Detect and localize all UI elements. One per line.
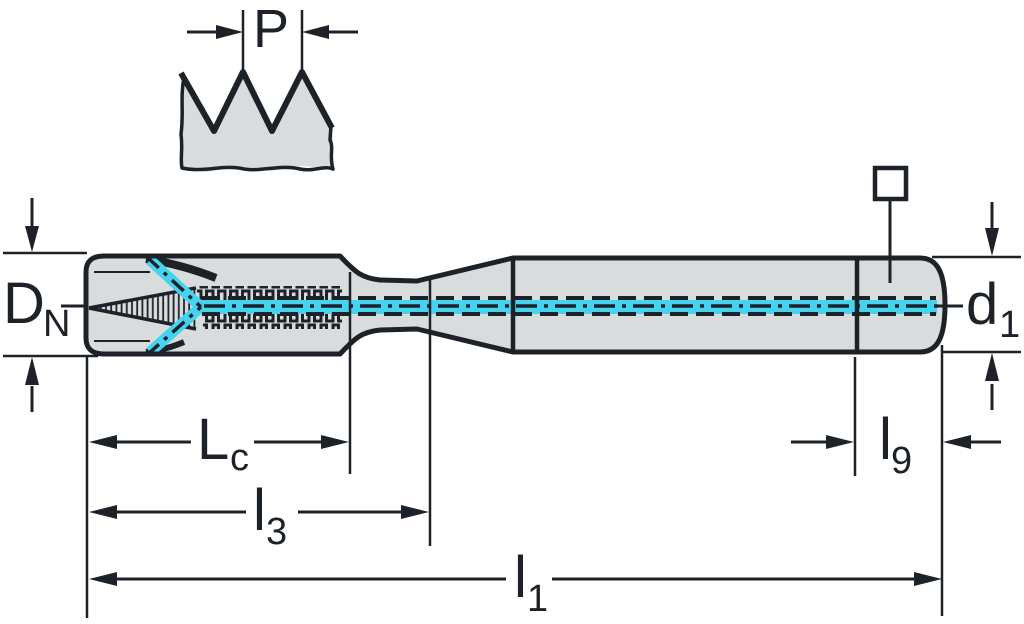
thread-profile-flanks [178, 69, 335, 134]
tap-body-outline [83, 253, 948, 357]
arrowhead [216, 25, 243, 39]
arrowhead [401, 505, 429, 519]
arrowhead [25, 357, 39, 385]
thread-profile-detail: P [178, 0, 358, 172]
arrowhead [826, 435, 854, 449]
dimension-pitch: P [187, 0, 358, 70]
label-pitch: P [253, 0, 289, 59]
arrowhead [302, 25, 329, 39]
label-chamfer-length-sub: c [230, 437, 249, 479]
label-chamfer-length-main: L [197, 407, 229, 472]
arrowhead [985, 228, 999, 256]
dimension-overall-length: l 1 [89, 545, 942, 620]
dimension-nominal-diameter: D N [3, 198, 98, 412]
dimension-square-length: l 9 [791, 407, 1001, 482]
arrowhead [943, 435, 971, 449]
dimension-shank-diameter: d 1 [932, 202, 1021, 410]
thread-teeth-bottom [203, 312, 342, 329]
tap-body [83, 253, 948, 357]
label-overall-length-main: l [514, 545, 527, 610]
arrowhead [985, 353, 999, 381]
arrowhead [89, 435, 117, 449]
chamfer-cone-hatch [89, 288, 196, 329]
coolant-channel [145, 255, 940, 357]
label-thread-length-sub: 3 [266, 511, 287, 553]
arrowhead [89, 505, 117, 519]
centerline-dash-dot-lower [145, 305, 203, 357]
square-drive-callout [872, 165, 909, 283]
thread-profile-fill [180, 73, 334, 172]
centerline-dash-dot-upper [145, 255, 203, 309]
dimension-chamfer-length: L c [89, 407, 349, 479]
label-shank-diameter-main: d [966, 272, 998, 337]
dimension-thread-length: l 3 [89, 478, 429, 553]
thread-profile-broken-edge [179, 76, 335, 172]
label-overall-length-sub: 1 [527, 578, 548, 620]
label-thread-length-main: l [253, 478, 266, 543]
label-square-length-sub: 9 [891, 440, 912, 482]
label-square-length-main: l [879, 407, 892, 472]
arrowhead [914, 572, 942, 586]
arrowhead [321, 435, 349, 449]
label-nominal-diameter-main: D [3, 271, 45, 336]
arrowhead [25, 226, 39, 252]
label-nominal-diameter-sub: N [43, 303, 70, 345]
label-shank-diameter-sub: 1 [999, 304, 1020, 346]
arrowhead [89, 572, 117, 586]
